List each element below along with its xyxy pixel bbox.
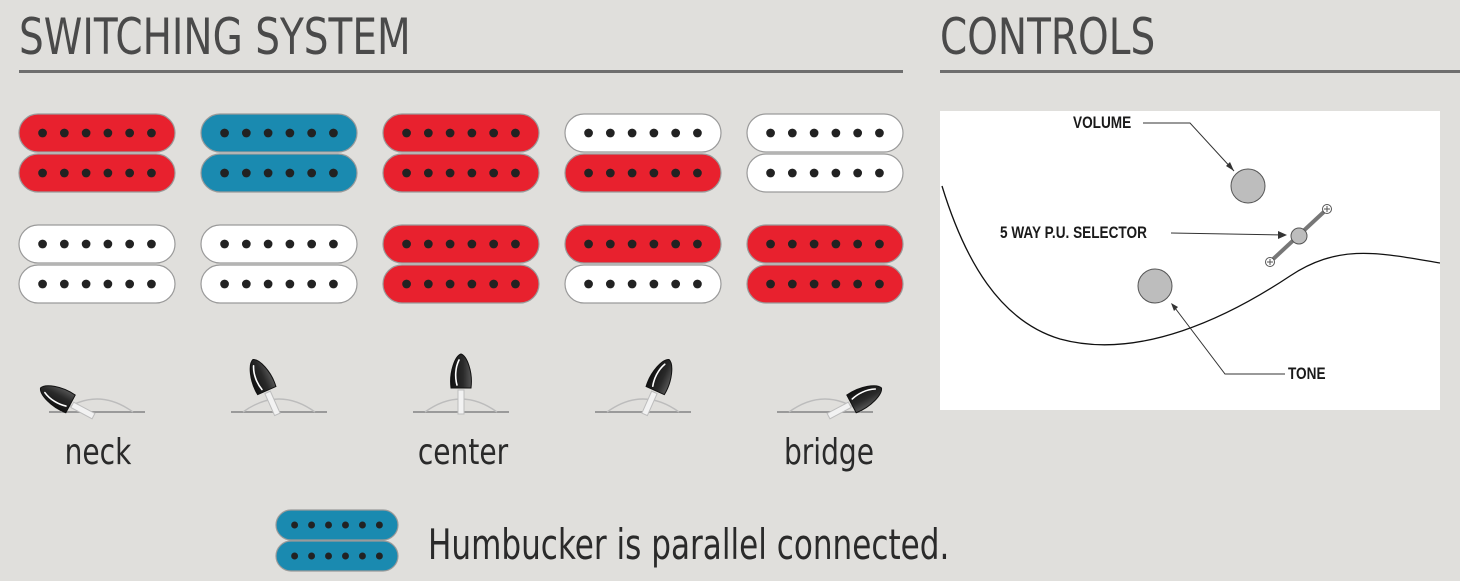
switch-center	[413, 353, 509, 415]
controls-title: CONTROLS	[940, 8, 1156, 66]
pickup-lower-bottom-1	[200, 264, 358, 304]
selector-leader	[1170, 232, 1286, 236]
legend-pickup-bottom	[275, 540, 399, 572]
pickup-lower-top-3	[564, 224, 722, 264]
tone-leader	[1171, 303, 1285, 375]
controls-diagram: VOLUME 5 WAY P.U. SELECTOR TONE	[940, 111, 1440, 410]
pickup-lower-bottom-3	[564, 264, 722, 304]
legend-layer	[275, 509, 399, 572]
pickup-upper-bottom-1	[200, 153, 358, 193]
pickup-upper-top-1	[200, 113, 358, 153]
legend-pickup-top	[275, 509, 399, 541]
switches-layer	[39, 353, 883, 420]
pickup-lower-bottom-0	[18, 264, 176, 304]
pickup-lower-bottom-2	[382, 264, 540, 304]
volume-label: VOLUME	[1073, 113, 1132, 132]
switch-full-left	[39, 385, 145, 420]
pickup-upper-top-0	[18, 113, 176, 153]
controls-drawing	[941, 122, 1440, 375]
guitar-body-outline	[941, 185, 1440, 346]
tone-label: TONE	[1288, 364, 1326, 383]
position-label-neck: neck	[64, 432, 132, 473]
pickup-upper-top-4	[746, 113, 904, 153]
switching-system-title: SWITCHING SYSTEM	[19, 8, 411, 66]
pickup-upper-bottom-3	[564, 153, 722, 193]
switching-title-rule	[19, 70, 903, 73]
position-label-center: center	[417, 432, 509, 473]
pickup-lower-top-2	[382, 224, 540, 264]
pickup-lower-top-4	[746, 224, 904, 264]
position-label-bridge: bridge	[783, 432, 875, 473]
tone-knob	[1137, 268, 1173, 304]
volume-knob	[1230, 168, 1266, 204]
pickup-lower-top-1	[200, 224, 358, 264]
pickup-upper-bottom-0	[18, 153, 176, 193]
switch-half-right	[595, 359, 691, 417]
volume-leader	[1143, 122, 1235, 172]
pickup-upper-bottom-2	[382, 153, 540, 193]
pickup-upper-bottom-4	[746, 153, 904, 193]
pickup-lower-top-0	[18, 224, 176, 264]
selector-label: 5 WAY P.U. SELECTOR	[1000, 223, 1147, 242]
legend-text: Humbucker is parallel connected.	[428, 520, 950, 569]
pickup-upper-top-3	[564, 113, 722, 153]
pickup-upper-top-2	[382, 113, 540, 153]
pickup-lower-bottom-4	[746, 264, 904, 304]
selector-switch	[1265, 204, 1332, 267]
switch-full-right	[777, 385, 883, 420]
pickups-layer	[18, 113, 904, 304]
switch-half-left	[231, 359, 327, 417]
controls-title-rule	[940, 70, 1460, 73]
